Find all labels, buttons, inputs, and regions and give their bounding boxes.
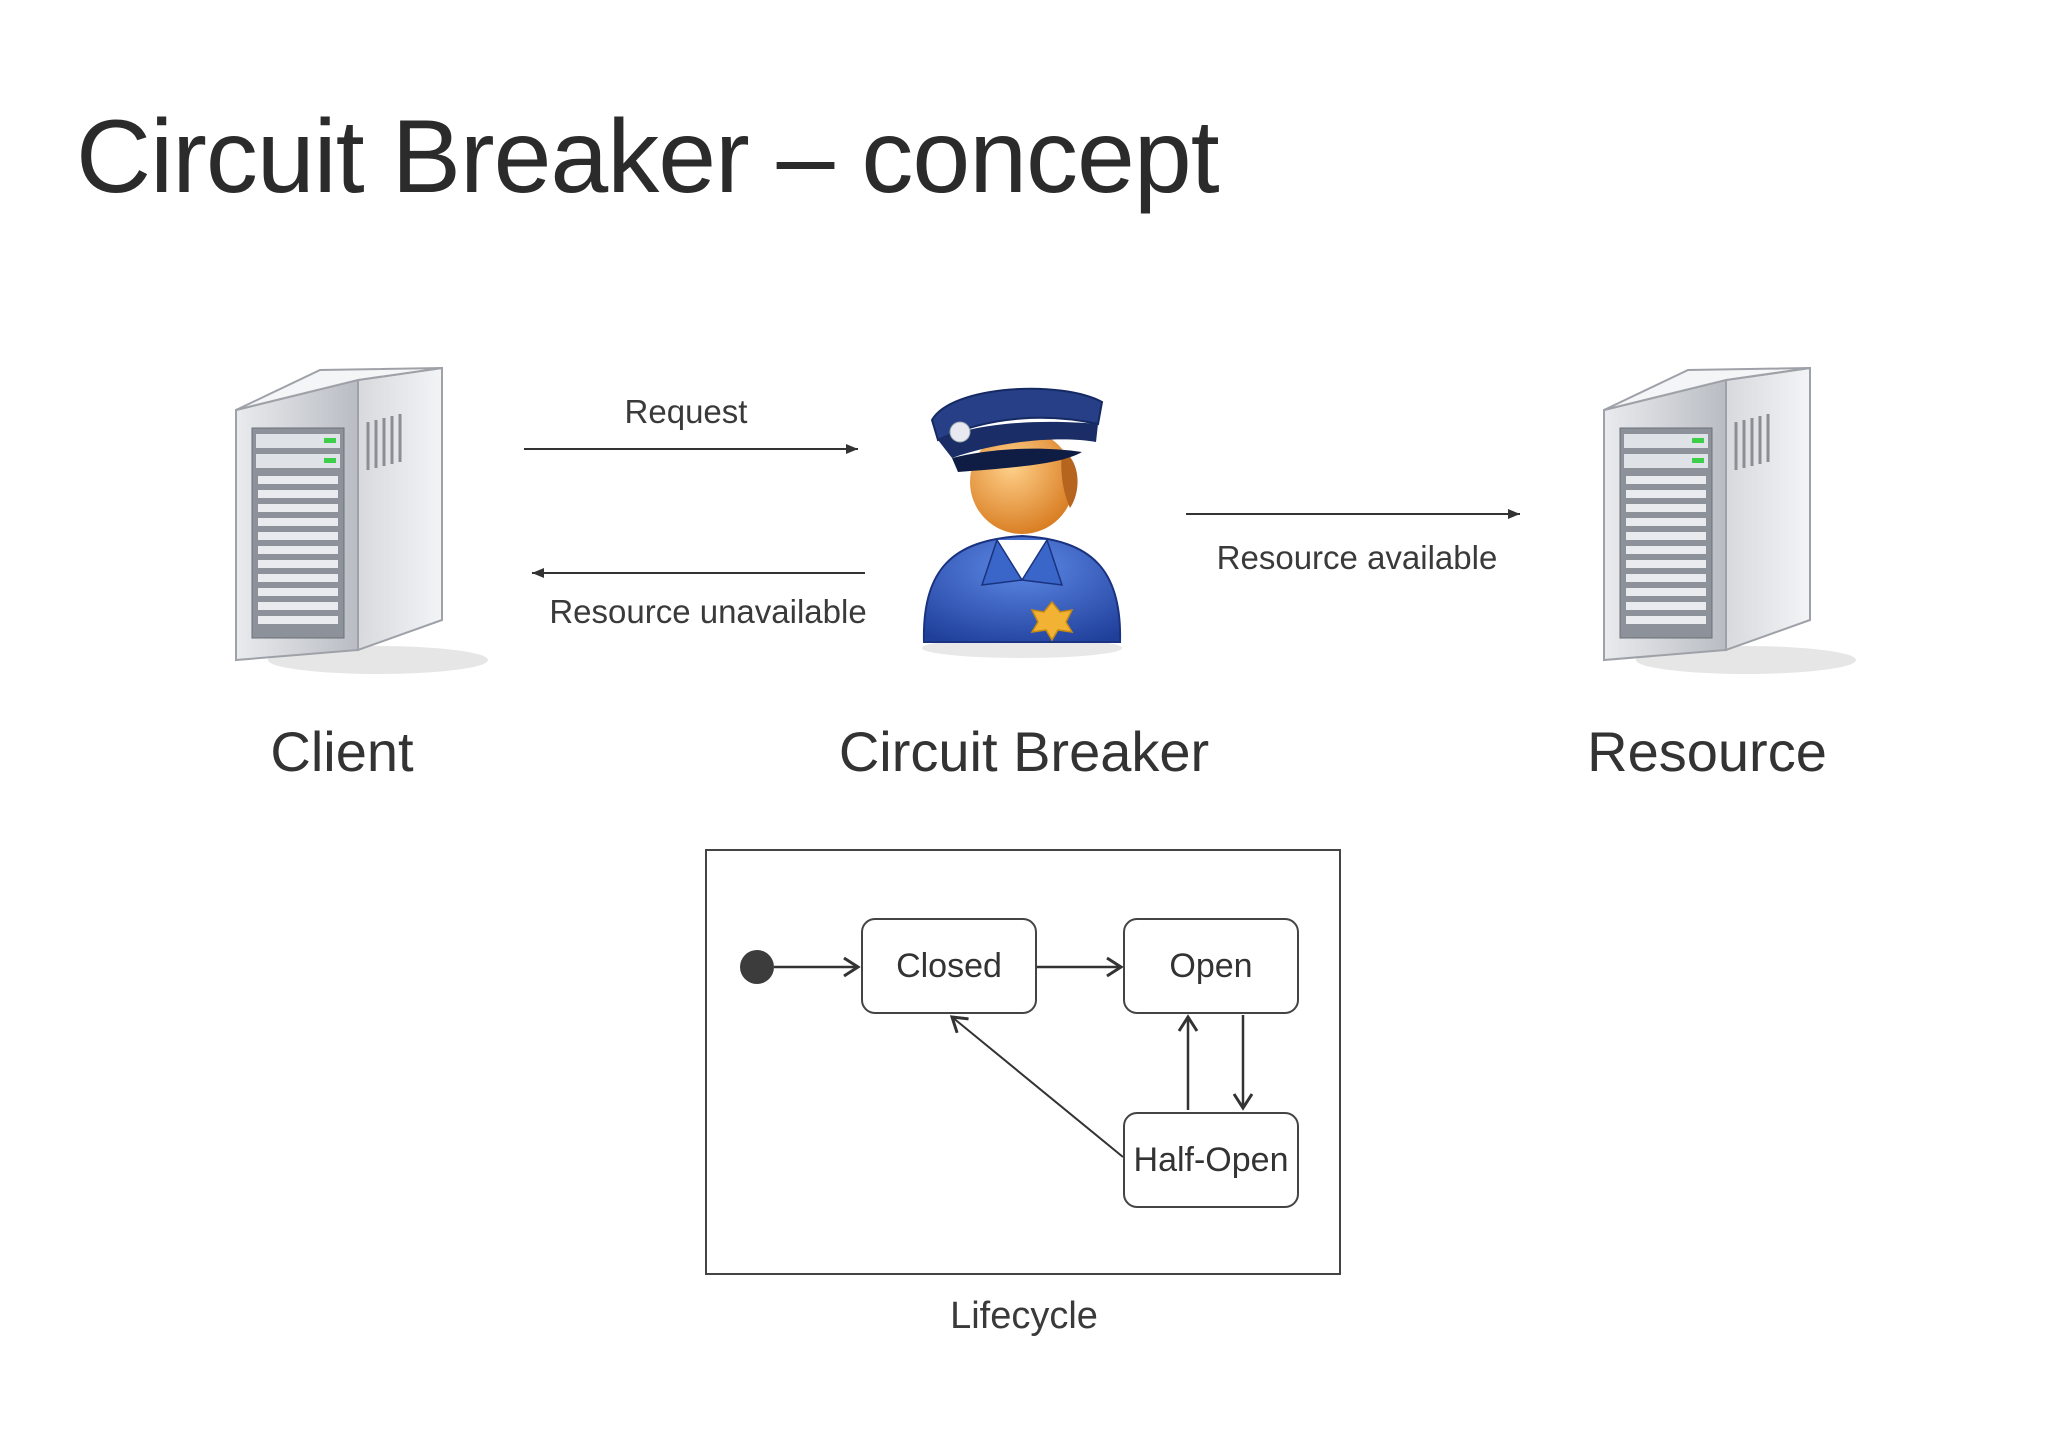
initial-state-dot-icon — [740, 950, 774, 984]
client-label: Client — [270, 720, 414, 783]
resource-available-label: Resource available — [1216, 539, 1498, 576]
slide-title: Circuit Breaker – concept — [76, 99, 1220, 215]
state-closed: Closed — [861, 918, 1037, 1014]
halfopen-to-closed-transition — [949, 1015, 1124, 1158]
circuit-breaker-label: Circuit Breaker — [838, 720, 1210, 783]
state-half-open: Half-Open — [1123, 1112, 1299, 1208]
resource-label: Resource — [1587, 720, 1827, 783]
resource-server-icon — [1603, 366, 1856, 674]
state-open: Open — [1123, 918, 1299, 1014]
police-officer-icon — [922, 387, 1122, 658]
lifecycle-caption: Lifecycle — [950, 1295, 1098, 1337]
client-server-icon — [235, 366, 488, 674]
lifecycle-frame — [705, 849, 1341, 1275]
request-label: Request — [624, 393, 748, 430]
resource-unavailable-label: Resource unavailable — [549, 593, 867, 630]
